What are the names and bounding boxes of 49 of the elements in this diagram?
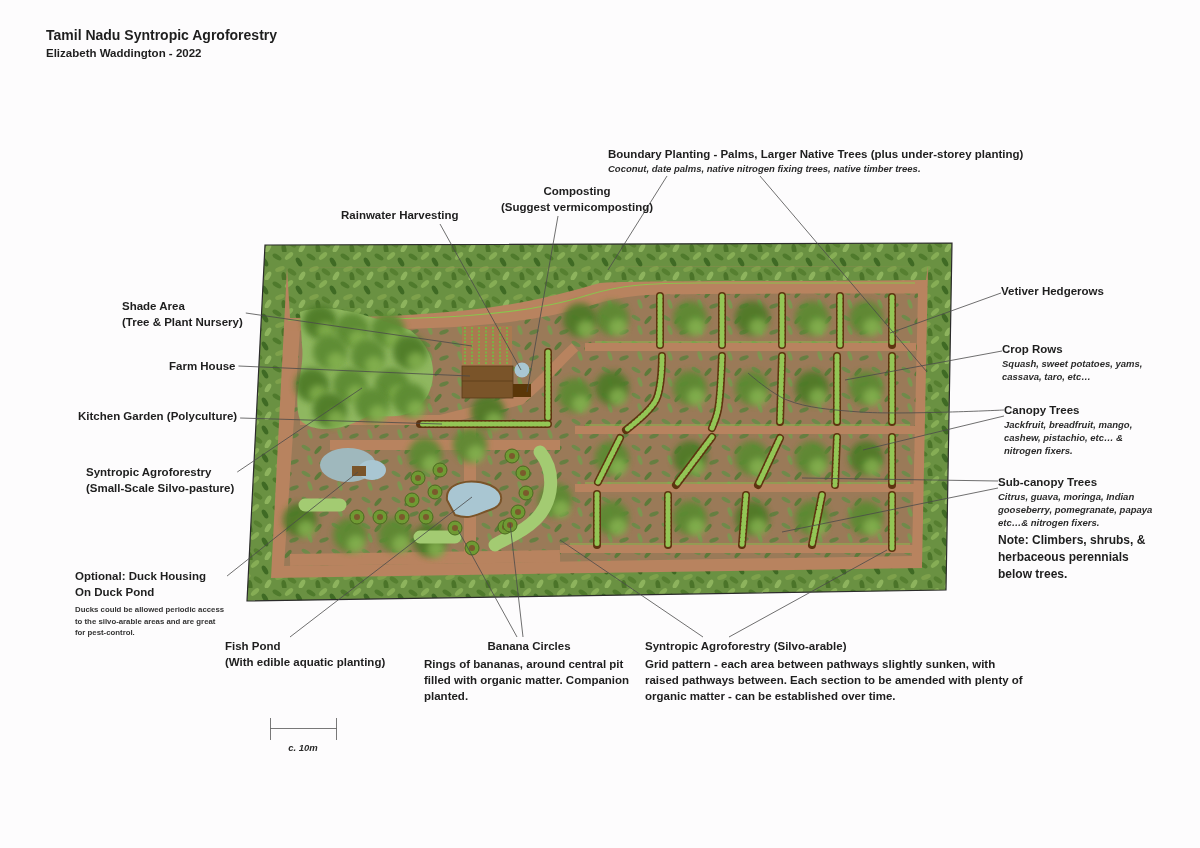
diagram-title: Tamil Nadu Syntropic Agroforestry [46, 27, 278, 43]
callout-title: (Suggest vermicomposting) [499, 200, 655, 215]
callout-title: Sub-canopy Trees [998, 475, 1099, 490]
leader-line [889, 292, 1002, 334]
leader-line [238, 365, 471, 377]
callout-title: Optional: Duck Housing On Duck Pond [75, 569, 207, 600]
callout-title: Kitchen Garden (Polyculture) [78, 409, 239, 424]
callout-title: Boundary Planting - Palms, Larger Native Trees (plus under-storey planting) [608, 147, 1025, 162]
note-text: Note: Climbers, shrubs, & herbaceous perennials below trees. [998, 532, 1147, 583]
callout-title: Fish Pond [225, 639, 282, 654]
callout-description: Rings of bananas, around central pit filled with organic matter. Companion planted. [424, 657, 631, 704]
callout-title: (With edible aquatic planting) [225, 655, 387, 670]
scale-label: c. 10m [287, 741, 319, 754]
leader-line [844, 350, 1003, 381]
callout-title: Shade Area [122, 299, 186, 314]
leader-line [607, 175, 668, 271]
callout-title: Composting [542, 184, 612, 199]
leader-line [239, 417, 443, 425]
leader-line [759, 175, 928, 373]
leader-line [457, 529, 518, 638]
leader-line [801, 477, 999, 482]
callout-title: Banana Circles [486, 639, 572, 654]
callout-description: Squash, sweet potatoes, yams, cassava, taro, etc… [1002, 357, 1144, 383]
callout-title: Vetiver Hedgerows [1001, 284, 1105, 299]
callout-title: Farm House [169, 359, 237, 374]
leader-line [236, 387, 363, 473]
callout-title: Syntropic Agroforestry [86, 465, 213, 480]
leader-line [862, 415, 1005, 451]
callout-description: Grid pattern - each area between pathways slightly sunken, with raised pathways between. Each section to be amended with plenty of organic matter - can be established over time. [645, 657, 1024, 704]
callout-description: Citrus, guava, moringa, Indian gooseberry, pomegranate, papaya etc…& nitrogen fixers. [998, 490, 1154, 529]
callout-description: Jackfruit, breadfruit, mango, cashew, pistachio, etc… & nitrogen fixers. [1004, 418, 1134, 457]
callout-title: Syntropic Agroforestry (Silvo-arable) [645, 639, 848, 654]
callout-title: (Tree & Plant Nursery) [122, 315, 244, 330]
leader-line [226, 471, 359, 577]
leader-line [289, 496, 473, 638]
leader-line [245, 312, 473, 347]
leader-line [781, 487, 999, 533]
leader-line [439, 223, 522, 371]
leader-line [728, 549, 888, 638]
leader-line [509, 522, 524, 638]
callout-title: Crop Rows [1002, 342, 1064, 357]
author-credit: Elizabeth Waddington - 2022 [46, 46, 203, 61]
leader-line [559, 539, 704, 638]
callout-title: Rainwater Harvesting [341, 208, 460, 223]
leader-line [526, 215, 559, 393]
leader-line [747, 372, 1005, 414]
callout-description: Coconut, date palms, native nitrogen fixing trees, native timber trees. [608, 162, 922, 175]
callout-title: (Small-Scale Silvo-pasture) [86, 481, 236, 496]
callout-title: Canopy Trees [1004, 403, 1081, 418]
